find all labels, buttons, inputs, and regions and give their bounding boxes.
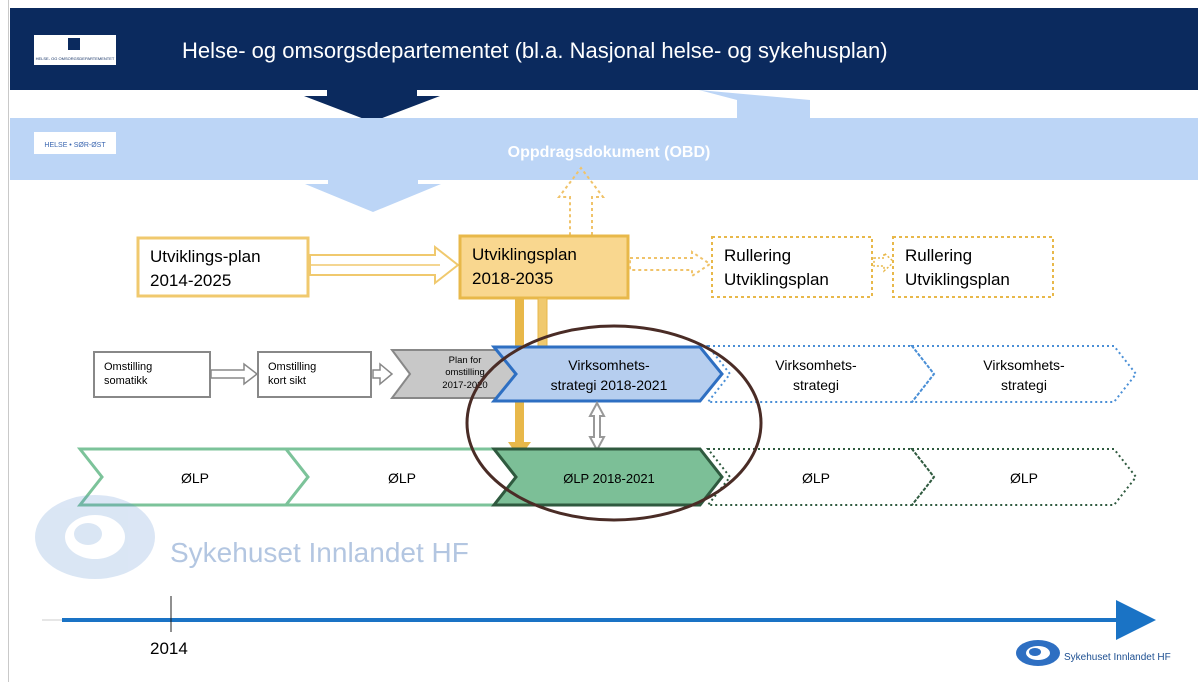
government-logo: HELSE- OG OMSORGSDEPARTEMENTET <box>34 35 116 65</box>
header-title: Helse- og omsorgsdepartementet (bl.a. Na… <box>182 38 888 63</box>
plan-box-2014-line1: Utviklings-plan <box>150 247 261 266</box>
plan-box-2018 <box>458 234 630 300</box>
svg-text:HELSE • SØR-ØST: HELSE • SØR-ØST <box>44 142 106 149</box>
footer-logo-text: Sykehuset Innlandet HF <box>1064 652 1171 663</box>
focus-ellipse <box>465 324 763 522</box>
svg-text:HELSE- OG OMSORGSDEPARTEMENTET: HELSE- OG OMSORGSDEPARTEMENTET <box>36 56 115 61</box>
olp-chevron-1-label: ØLP <box>181 470 209 486</box>
strategy-current-chevron <box>490 345 724 403</box>
plan-box-rullering-2-line1: Rullering <box>905 246 972 265</box>
olp-chevron-4-label: ØLP <box>1010 470 1038 486</box>
omstilling-kort-sikt-line1: Omstilling <box>268 361 316 373</box>
strategy-current-line2: strategi 2018-2021 <box>551 377 668 393</box>
olp-chevron-2-label: ØLP <box>388 470 416 486</box>
plan-box-rullering-1 <box>711 236 873 298</box>
timeline-year: 2014 <box>150 639 188 658</box>
olp-current-chevron <box>490 447 724 507</box>
plan-box-rullering-2-line2: Utviklingsplan <box>905 270 1010 289</box>
plan-for-omstilling-line1: Plan for <box>449 355 482 366</box>
obd-band <box>10 118 1198 180</box>
plan-box-2018-line2: 2018-2035 <box>472 269 553 288</box>
omstilling-somatikk-box <box>93 351 211 398</box>
obd-title: Oppdragsdokument (OBD) <box>508 144 711 161</box>
strategy-olp-double-arrow <box>588 400 606 453</box>
watermark-logo <box>35 495 155 579</box>
up-arrow-top <box>699 90 810 122</box>
plan-box-2014 <box>136 236 310 298</box>
olp-chevron-3-label: ØLP <box>802 470 830 486</box>
plan-box-rullering-1-line2: Utviklingsplan <box>724 270 829 289</box>
plan-box-2014-line2: 2014-2025 <box>150 271 231 290</box>
strategy-next-1-line1: Virksomhets- <box>775 357 857 373</box>
helse-sorost-logo: HELSE • SØR-ØST <box>34 132 116 154</box>
footer-logo-icon <box>1016 640 1060 666</box>
strategy-next-chevron-2 <box>909 345 1138 403</box>
olp-chevron-4 <box>909 448 1138 506</box>
plan3-to-plan4-arrow <box>873 251 896 273</box>
omstilling-kort-sikt-line2: kort sikt <box>268 375 306 387</box>
down-arrow-top <box>304 90 440 122</box>
plan-for-omstilling-line3: 2017-2020 <box>442 380 487 391</box>
dotted-up-arrow <box>556 166 606 238</box>
omstilling-kort-sikt-box <box>257 351 372 398</box>
strategy-current-line1: Virksomhets- <box>568 357 650 373</box>
olp-current-label: ØLP 2018-2021 <box>563 471 655 486</box>
slide-frame <box>8 0 1203 682</box>
plan-box-rullering-1-line1: Rullering <box>724 246 791 265</box>
omstilling-somatikk-line2: somatikk <box>104 375 148 387</box>
plan-box-2018-line1: Utviklingsplan <box>472 245 577 264</box>
watermark-text: Sykehuset Innlandet HF <box>170 537 469 568</box>
omstilling-somatikk-line1: Omstilling <box>104 361 152 373</box>
plan2-to-plan3-arrow <box>629 250 712 278</box>
plan-box-rullering-2 <box>892 236 1054 298</box>
strategy-next-1-line2: strategi <box>793 377 839 393</box>
strategy-next-2-line1: Virksomhets- <box>983 357 1065 373</box>
plan-for-omstilling-line2: omstilling <box>445 367 485 378</box>
header-bar <box>10 8 1198 90</box>
plan1-to-plan2-arrow <box>309 244 460 286</box>
strategy-next-2-line2: strategi <box>1001 377 1047 393</box>
omstilling-arrow-2 <box>372 362 394 386</box>
down-arrow-band <box>305 180 441 212</box>
omstilling-arrow-1 <box>210 362 259 386</box>
